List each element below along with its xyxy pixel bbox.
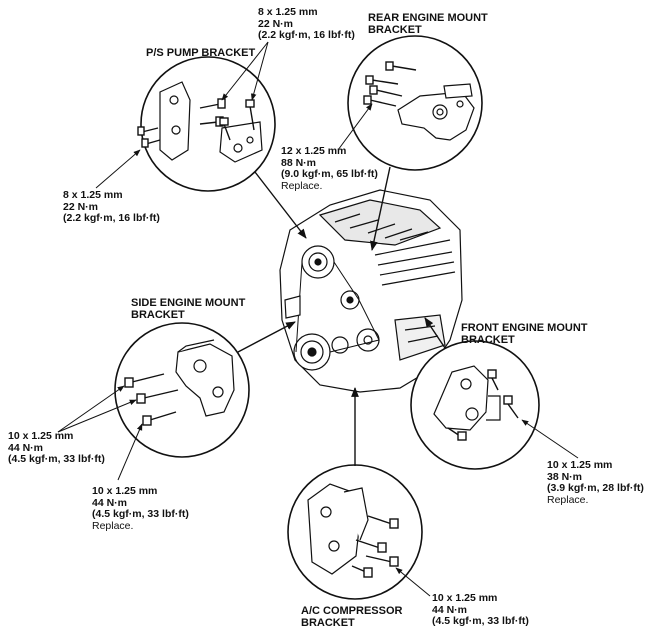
ps-pump-bolts — [137, 98, 255, 148]
side-a-torque-spec: 10 x 1.25 mm 44 N·m (4.5 kgf·m, 33 lbf·f… — [8, 430, 105, 466]
ps-left-torque-spec: 8 x 1.25 mm 22 N·m (2.2 kgf·m, 16 lbf·ft… — [63, 189, 160, 225]
rear-torque-spec: 12 x 1.25 mm 88 N·m (9.0 kgf·m, 65 lbf·f… — [281, 145, 378, 192]
front-alt: (3.9 kgf·m, 28 lbf·ft) — [547, 482, 644, 494]
front-mount-title: FRONT ENGINE MOUNT BRACKET — [461, 322, 588, 346]
ac-compressor-bracket-illustration — [307, 483, 369, 575]
side-mount-bracket-illustration — [175, 339, 235, 417]
ac-compressor-title: A/C COMPRESSOR BRACKET — [301, 605, 402, 629]
ps-left-size: 8 x 1.25 mm — [63, 189, 123, 201]
ps-pump-bracket-title: P/S PUMP BRACKET — [146, 47, 255, 59]
front-mount-bracket-illustration — [433, 365, 501, 431]
side-b-leader — [117, 423, 143, 481]
ps-pump-bracket-illustration — [159, 81, 263, 163]
ac-alt: (4.5 kgf·m, 33 lbf·ft) — [432, 615, 529, 627]
rear-torque: 88 N·m — [281, 156, 317, 169]
rear-mount-bolts — [363, 61, 417, 107]
side-a-leader-2 — [57, 399, 137, 433]
side-b-note: Replace. — [92, 519, 134, 532]
side-b-torque: 44 N·m — [92, 496, 128, 509]
front-mount-pointer — [424, 317, 446, 349]
ac-torque-spec: 10 x 1.25 mm 44 N·m (4.5 kgf·m, 33 lbf·f… — [432, 592, 529, 628]
ps-top-size: 8 x 1.25 mm — [258, 6, 318, 18]
side-a-torque: 44 N·m — [8, 441, 44, 454]
front-torque-spec: 10 x 1.25 mm 38 N·m (3.9 kgf·m, 28 lbf·f… — [547, 459, 644, 506]
rear-mount-title-line1: REAR ENGINE MOUNT — [368, 12, 488, 24]
rear-mount-pointer — [370, 166, 391, 251]
side-a-size: 10 x 1.25 mm — [8, 430, 74, 442]
ac-compressor-title-line1: A/C COMPRESSOR — [301, 605, 403, 617]
side-mount-title-line2: BRACKET — [131, 309, 185, 321]
rear-mount-title-line2: BRACKET — [368, 24, 422, 36]
ps-left-leader — [95, 149, 141, 189]
front-size: 10 x 1.25 mm — [547, 459, 613, 471]
ps-top-leader-a — [221, 41, 269, 101]
ps-pump-pointer — [254, 171, 307, 239]
rear-leader — [337, 103, 373, 151]
front-mount-bolts — [447, 369, 519, 441]
front-note: Replace. — [547, 493, 589, 506]
side-a-leader-1 — [57, 385, 125, 433]
side-b-size: 10 x 1.25 mm — [92, 485, 158, 497]
ac-compressor-bolts — [351, 515, 399, 578]
rear-size: 12 x 1.25 mm — [281, 145, 347, 157]
ac-leader — [395, 567, 431, 597]
front-torque: 38 N·m — [547, 470, 583, 483]
side-mount-bolts — [124, 373, 179, 426]
side-b-torque-spec: 10 x 1.25 mm 44 N·m (4.5 kgf·m, 33 lbf·f… — [92, 485, 189, 532]
rear-note: Replace. — [281, 179, 323, 192]
ps-top-torque: 22 N·m — [258, 17, 294, 30]
ac-torque: 44 N·m — [432, 603, 468, 616]
front-mount-title-line2: BRACKET — [461, 334, 515, 346]
ps-pump-bracket-title-text: P/S PUMP BRACKET — [146, 47, 256, 59]
side-a-alt: (4.5 kgf·m, 33 lbf·ft) — [8, 453, 105, 465]
rear-mount-title: REAR ENGINE MOUNT BRACKET — [368, 12, 488, 36]
side-mount-pointer — [237, 321, 296, 353]
rear-mount-bracket-illustration — [397, 83, 475, 141]
ps-left-torque: 22 N·m — [63, 200, 99, 213]
ps-top-alt: (2.2 kgf·m, 16 lbf·ft) — [258, 29, 355, 41]
front-leader — [521, 419, 579, 459]
rear-alt: (9.0 kgf·m, 65 lbf·ft) — [281, 168, 378, 180]
side-b-alt: (4.5 kgf·m, 33 lbf·ft) — [92, 508, 189, 520]
side-mount-title-line1: SIDE ENGINE MOUNT — [131, 297, 246, 309]
ac-size: 10 x 1.25 mm — [432, 592, 498, 604]
side-mount-title: SIDE ENGINE MOUNT BRACKET — [131, 297, 245, 321]
front-mount-title-line1: FRONT ENGINE MOUNT — [461, 322, 588, 334]
ac-compressor-title-line2: BRACKET — [301, 617, 355, 629]
engine-block-illustration — [279, 189, 463, 396]
ps-top-torque-spec: 8 x 1.25 mm 22 N·m (2.2 kgf·m, 16 lbf·ft… — [258, 6, 355, 42]
ps-left-alt: (2.2 kgf·m, 16 lbf·ft) — [63, 212, 160, 224]
ps-top-leader-b — [250, 41, 269, 101]
